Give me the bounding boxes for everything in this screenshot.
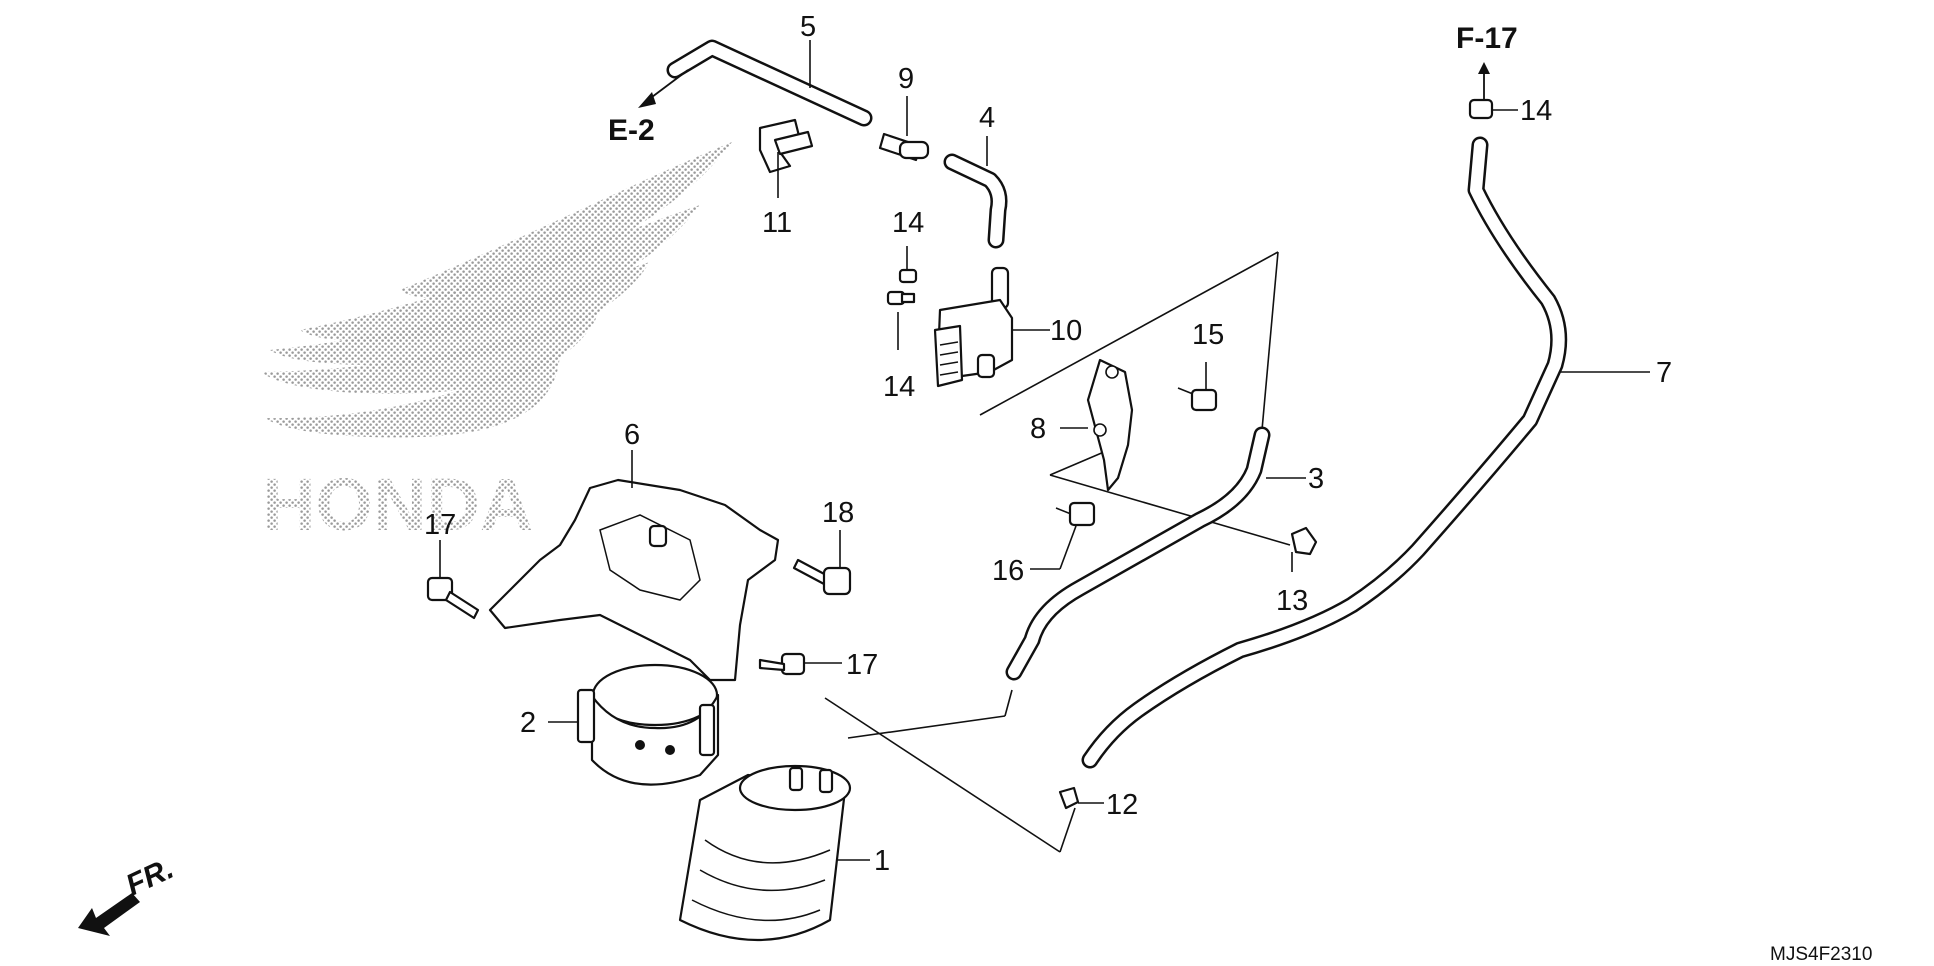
- part-12-clip: [1058, 786, 1080, 810]
- part-2-band: [576, 663, 720, 786]
- part-5-tube: [666, 39, 873, 127]
- reference-e2: E-2: [608, 114, 655, 147]
- callout-18: 18: [822, 497, 854, 529]
- callout-17-lower: 17: [846, 649, 878, 681]
- reference-f17: F-17: [1456, 22, 1518, 55]
- part-15-joint: [1468, 98, 1494, 120]
- callout-16-upper: 15: [1192, 319, 1224, 351]
- callout-8: 8: [1030, 413, 1046, 445]
- part-11-clip: [758, 118, 814, 174]
- part-4-hose: [943, 153, 1008, 249]
- callout-14-lower: 14: [883, 371, 915, 403]
- callout-5: 5: [800, 11, 816, 43]
- part-14-bolt-lower: [886, 290, 916, 306]
- callout-labels: 5 9 4 11 14 14 10 15 8 3 7 14 16 13 12 6…: [424, 11, 1672, 877]
- part-18-bolt: [792, 558, 852, 596]
- part-16-bolt-lower: [1055, 501, 1096, 527]
- part-7-tube: [1081, 136, 1568, 769]
- part-9-joint: [878, 132, 930, 162]
- callout-10: 10: [1050, 315, 1082, 347]
- diagram-code: MJS4F2310: [1770, 944, 1872, 965]
- leader-lines: [824, 251, 1291, 853]
- callout-17-left: 17: [424, 509, 456, 541]
- part-17-bolt-left: [426, 576, 480, 620]
- callout-3: 3: [1308, 463, 1324, 495]
- callout-6: 6: [624, 419, 640, 451]
- part-3-hose: [1005, 426, 1271, 681]
- watermark-brand-text: HONDA: [262, 463, 533, 546]
- callout-9: 9: [898, 63, 914, 95]
- part-14-bolt-upper: [898, 268, 918, 284]
- callout-leaders: [439, 40, 1650, 861]
- part-8-bracket: [1086, 358, 1134, 492]
- callout-16-lower: 16: [992, 555, 1024, 587]
- part-16-bolt-upper: [1177, 387, 1218, 412]
- callout-15: 14: [1520, 95, 1552, 127]
- part-6-stay: [488, 478, 780, 682]
- e2-direction-arrow-icon: [638, 69, 689, 108]
- callout-13: 13: [1276, 585, 1308, 617]
- callout-1: 1: [874, 845, 890, 877]
- part-10-purge-valve: [933, 266, 1014, 388]
- callout-12: 12: [1106, 789, 1138, 821]
- callout-14-upper: 14: [892, 207, 924, 239]
- callout-2: 2: [520, 707, 536, 739]
- f17-direction-arrow-icon: [1478, 62, 1490, 100]
- callout-4: 4: [979, 102, 995, 134]
- part-1-canister: [678, 764, 852, 941]
- fr-arrow-icon: [78, 893, 140, 936]
- part-17-bolt-lower: [758, 652, 806, 676]
- callout-11: 11: [762, 207, 792, 239]
- callout-7: 7: [1656, 357, 1672, 389]
- part-13-clamp: [1290, 526, 1318, 556]
- wing-watermark: HONDA: [262, 142, 732, 546]
